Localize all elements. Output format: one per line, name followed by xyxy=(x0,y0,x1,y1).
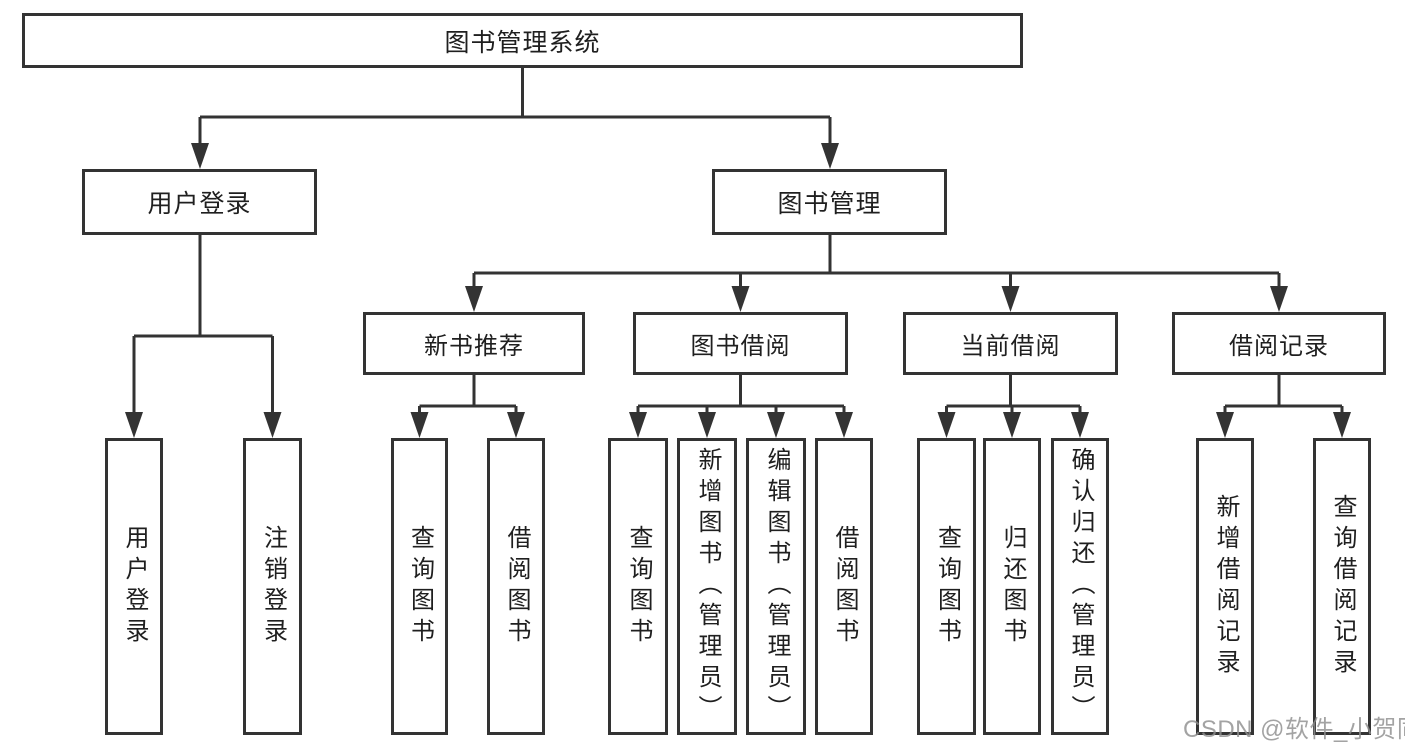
leaf-book-borrow-add-books-admin: 新增图书（管理员） xyxy=(677,438,737,735)
node-label: 图书借阅 xyxy=(690,333,791,360)
node-label: 确认归还（管理员） xyxy=(1067,447,1094,726)
leaf-new-books-query-books: 查询图书 xyxy=(391,438,448,735)
edge-borrow-records-to-leaves xyxy=(1216,375,1351,438)
node-label: 查询图书 xyxy=(625,524,652,649)
node-label: 当前借阅 xyxy=(960,333,1061,360)
edge-current-borrow-to-leaves xyxy=(937,375,1089,438)
node-book-borrowing: 图书借阅 xyxy=(633,312,848,375)
edge-new-books-to-leaves xyxy=(410,375,525,438)
node-label: 编辑图书（管理员） xyxy=(763,447,790,726)
leaf-user-login: 用户登录 xyxy=(105,438,163,735)
node-current-borrowing: 当前借阅 xyxy=(903,312,1118,375)
node-book-management: 图书管理 xyxy=(712,169,947,235)
node-label: 图书管理 xyxy=(777,190,882,218)
node-library-management-system: 图书管理系统 xyxy=(22,13,1023,68)
edge-root-to-level2 xyxy=(191,68,839,169)
node-label: 新增图书（管理员） xyxy=(694,447,721,726)
node-label: 查询图书 xyxy=(933,524,961,649)
leaf-current-borrow-confirm-return-admin: 确认归还（管理员） xyxy=(1051,438,1109,735)
leaf-book-borrow-edit-books-admin: 编辑图书（管理员） xyxy=(746,438,806,735)
node-label: 借阅记录 xyxy=(1229,333,1329,360)
leaf-records-query-borrow-record: 查询借阅记录 xyxy=(1313,438,1371,735)
node-label: 新增借阅记录 xyxy=(1212,493,1239,680)
node-user-login: 用户登录 xyxy=(82,169,317,235)
leaf-new-books-borrow-books: 借阅图书 xyxy=(487,438,545,735)
leaf-book-borrow-query-books: 查询图书 xyxy=(608,438,668,735)
leaf-current-borrow-return-books: 归还图书 xyxy=(983,438,1041,735)
leaf-records-add-borrow-record: 新增借阅记录 xyxy=(1196,438,1254,735)
leaf-current-borrow-query-books: 查询图书 xyxy=(917,438,976,735)
node-label: 借阅图书 xyxy=(831,524,858,649)
leaf-logout: 注销登录 xyxy=(243,438,302,735)
node-label: 归还图书 xyxy=(999,524,1026,649)
node-label: 借阅图书 xyxy=(503,524,530,649)
edge-user-login-to-leaves xyxy=(125,235,282,438)
edge-book-management-to-level3 xyxy=(465,235,1288,312)
edge-book-borrow-to-leaves xyxy=(629,375,853,438)
node-label: 图书管理系统 xyxy=(444,28,601,57)
node-label: 查询借阅记录 xyxy=(1329,493,1356,680)
node-new-book-recommendation: 新书推荐 xyxy=(363,312,585,375)
node-borrowing-records: 借阅记录 xyxy=(1172,312,1386,375)
node-label: 注销登录 xyxy=(259,524,287,649)
node-label: 查询图书 xyxy=(406,524,434,649)
node-label: 新书推荐 xyxy=(424,333,524,360)
leaf-book-borrow-borrow-books: 借阅图书 xyxy=(815,438,873,735)
csdn-watermark: CSDN @软件_小贺同学 xyxy=(1183,716,1405,743)
node-label: 用户登录 xyxy=(121,524,148,649)
node-label: 用户登录 xyxy=(147,190,252,218)
